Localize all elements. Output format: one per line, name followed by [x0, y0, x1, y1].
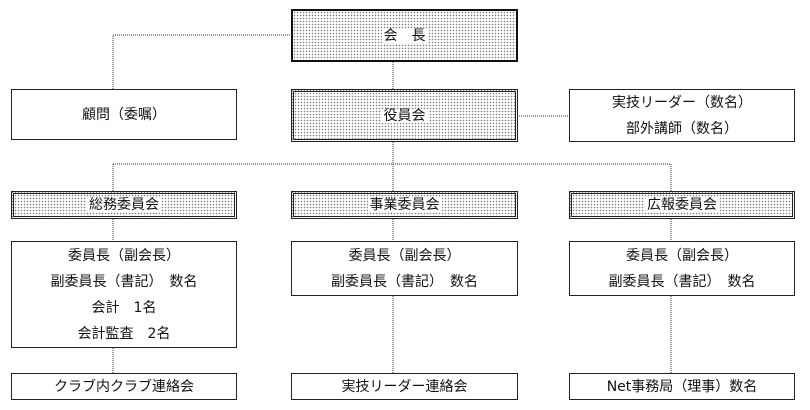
chairman-box: 会 長: [291, 9, 518, 62]
member-line: 副委員長（書記） 数名: [331, 273, 478, 290]
bottom-label: クラブ内クラブ連絡会: [54, 378, 194, 395]
member-line: 委員長（副会長）: [68, 247, 180, 264]
advisor-box: 顧問（委嘱）: [11, 89, 237, 140]
committee-pr-name: 広報委員会: [645, 197, 719, 213]
outside-lecturer-label: 部外講師（数名）: [626, 120, 738, 137]
committee-general-header: 総務委員会: [11, 191, 237, 219]
member-line: 会計 1名: [91, 299, 157, 316]
member-line: 委員長（副会長）: [626, 247, 738, 264]
committee-pr-members: 委員長（副会長） 副委員長（書記） 数名: [569, 241, 795, 296]
committee-pr-bottom: Net事務局（理事）数名: [569, 373, 795, 400]
committee-general-members: 委員長（副会長） 副委員長（書記） 数名 会計 1名 会計監査 2名: [11, 241, 237, 348]
committee-general-name: 総務委員会: [87, 197, 161, 213]
member-line: 副委員長（書記） 数名: [608, 273, 756, 290]
committee-business-header: 事業委員会: [291, 191, 518, 219]
committee-business-bottom: 実技リーダー連絡会: [291, 373, 518, 400]
bottom-label: Net事務局（理事）数名: [606, 378, 758, 395]
member-line: 副委員長（書記） 数名: [50, 273, 198, 290]
committee-business-name: 事業委員会: [367, 197, 442, 213]
instructors-box: 実技リーダー（数名） 部外講師（数名）: [569, 89, 795, 142]
committee-general-bottom: クラブ内クラブ連絡会: [11, 373, 237, 400]
committee-business-members: 委員長（副会長） 副委員長（書記） 数名: [291, 241, 518, 296]
chairman-label: 会 長: [381, 27, 428, 44]
board-label: 役員会: [381, 107, 428, 124]
member-line: 委員長（副会長）: [348, 247, 461, 264]
advisor-label: 顧問（委嘱）: [82, 106, 166, 123]
member-line: 会計監査 2名: [77, 325, 171, 342]
instructor-leader-label: 実技リーダー（数名）: [612, 94, 752, 111]
board-box: 役員会: [291, 89, 518, 142]
committee-pr-header: 広報委員会: [569, 191, 795, 219]
bottom-label: 実技リーダー連絡会: [341, 378, 468, 395]
connector-chair-advisor: [112, 34, 292, 89]
